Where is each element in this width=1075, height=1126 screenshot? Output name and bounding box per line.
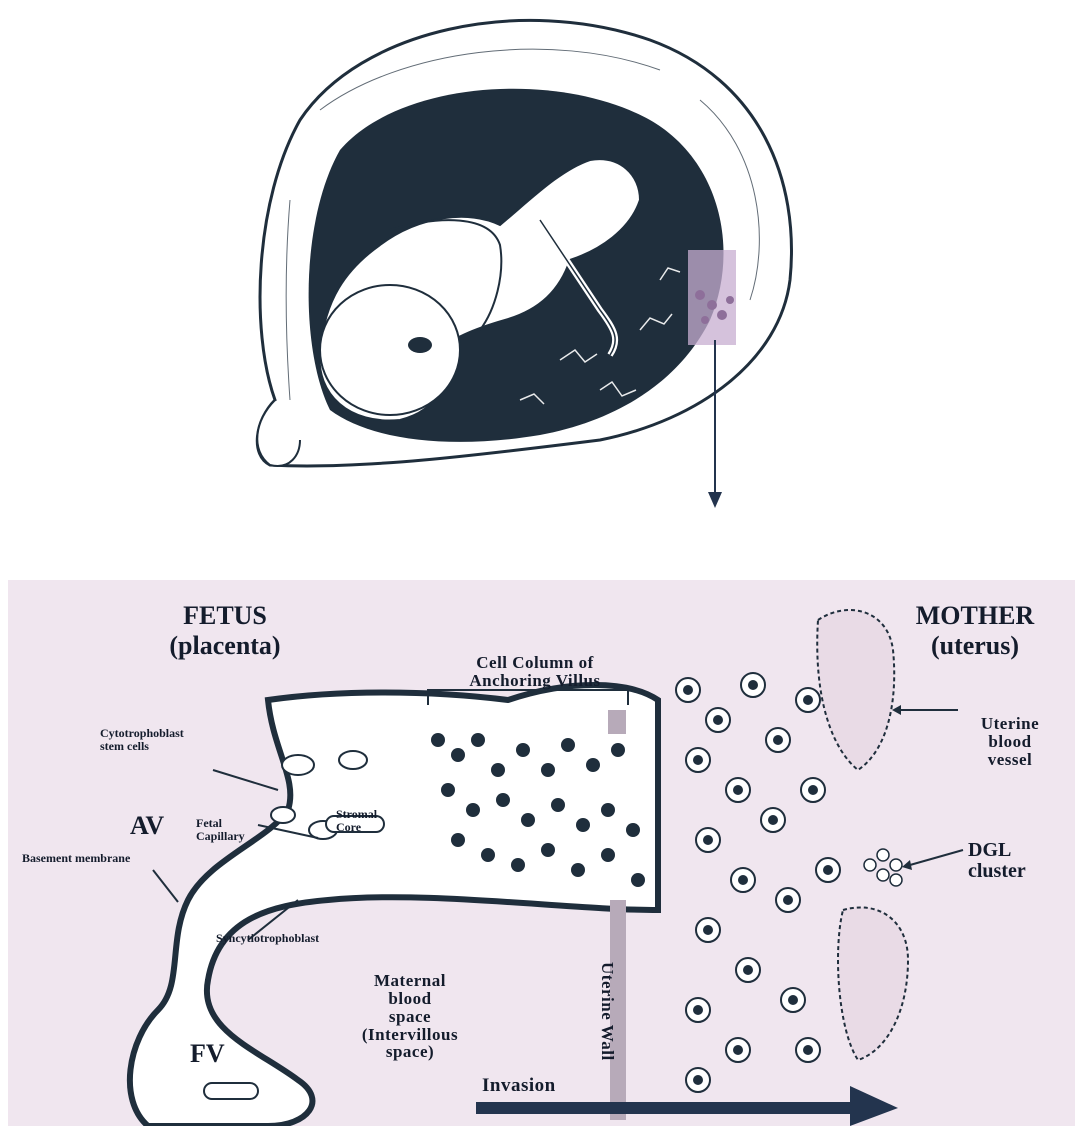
maternal-blood-space-label: Maternal blood space (Intervillous space… [340,972,480,1061]
uterine-blood-vessel-label: Uterine blood vessel [955,715,1065,769]
invasion-label: Invasion [482,1076,556,1096]
fv-label: FV [190,1040,225,1067]
mother-title: MOTHER [880,602,1070,629]
mother-subtitle: (uterus) [880,632,1070,659]
fetus-title: FETUS [130,602,320,629]
syncytiotrophoblast-label: Syncytiotrophoblast [216,932,319,945]
dgl-cluster-label: DGL cluster [968,840,1026,882]
fetal-capillary-label: Fetal Capillary [196,817,245,842]
cell-column-label: Cell Column of Anchoring Villus [420,654,650,690]
fv-capillary [204,1083,258,1099]
uterine-wall-top-marker [608,710,626,734]
fetus-eye [408,337,432,353]
fetus-subtitle: (placenta) [130,632,320,659]
fetus-head [320,285,460,415]
invasion-arrow-shaft [476,1102,856,1114]
cytotrophoblast-label: Cytotrophoblast stem cells [100,727,184,752]
zoom-arrow-head [708,492,722,508]
fetus-in-uterus-illustration [0,0,1075,560]
av-label: AV [130,812,164,839]
stromal-core-label: Stromal Core [336,808,377,833]
basement-membrane-label: Basement membrane [22,852,130,865]
uterine-wall-label: Uterine Wall [598,962,616,1061]
